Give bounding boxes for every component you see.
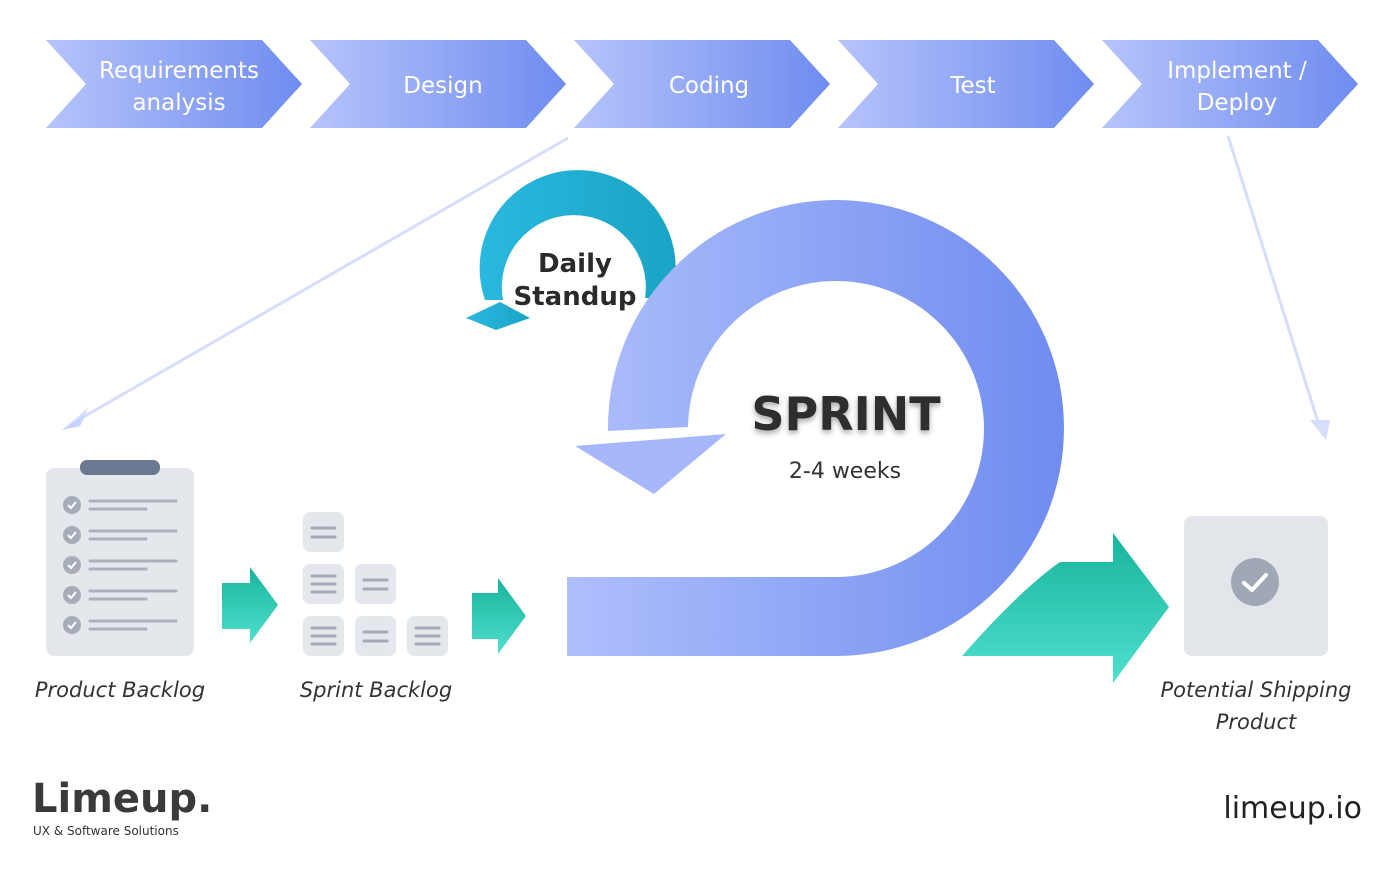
phase-chevron-requirements: Requirements analysis (46, 40, 302, 128)
connector-coding-to-backlog (62, 136, 569, 430)
brand-logo: Limeup. (32, 776, 212, 822)
sprint-backlog-caption: Sprint Backlog (300, 678, 452, 702)
connector-deploy-to-product (1226, 135, 1330, 440)
clipboard-checklist-icon (46, 460, 194, 656)
product-backlog-caption: Product Backlog (35, 678, 205, 702)
sprint-title: SPRINT (751, 387, 941, 441)
sprint-duration: 2-4 weeks (789, 459, 901, 484)
brand-url: limeup.io (1223, 791, 1362, 826)
phase-label: Deploy (1197, 90, 1278, 116)
shipping-product-caption: Product (1216, 710, 1297, 734)
arrow-right-icon (472, 578, 526, 654)
phase-chevron-test: Test (838, 40, 1094, 128)
checkmark-circle-icon (1184, 516, 1328, 656)
daily-standup-arrow (466, 170, 676, 330)
phase-label: Test (949, 73, 995, 99)
phase-label: Design (403, 73, 482, 99)
phase-label: Implement / (1167, 58, 1307, 84)
phase-label: analysis (132, 90, 225, 116)
phase-label: Coding (669, 73, 749, 99)
phase-chevron-coding: Coding (574, 40, 830, 128)
arrow-right-icon (222, 567, 278, 643)
standup-label: Daily (538, 249, 612, 279)
standup-label: Standup (514, 282, 637, 312)
brand-tagline: UX & Software Solutions (33, 824, 179, 838)
big-arrow-right-icon (962, 533, 1169, 683)
phase-label: Requirements (99, 58, 259, 84)
phase-chevron-design: Design (310, 40, 566, 128)
sprint-loop-arrow (567, 200, 1064, 657)
shipping-product-caption: Potential Shipping (1160, 678, 1351, 702)
task-list-icon (303, 512, 448, 656)
phase-chevron-deploy: Implement / Deploy (1102, 40, 1358, 128)
